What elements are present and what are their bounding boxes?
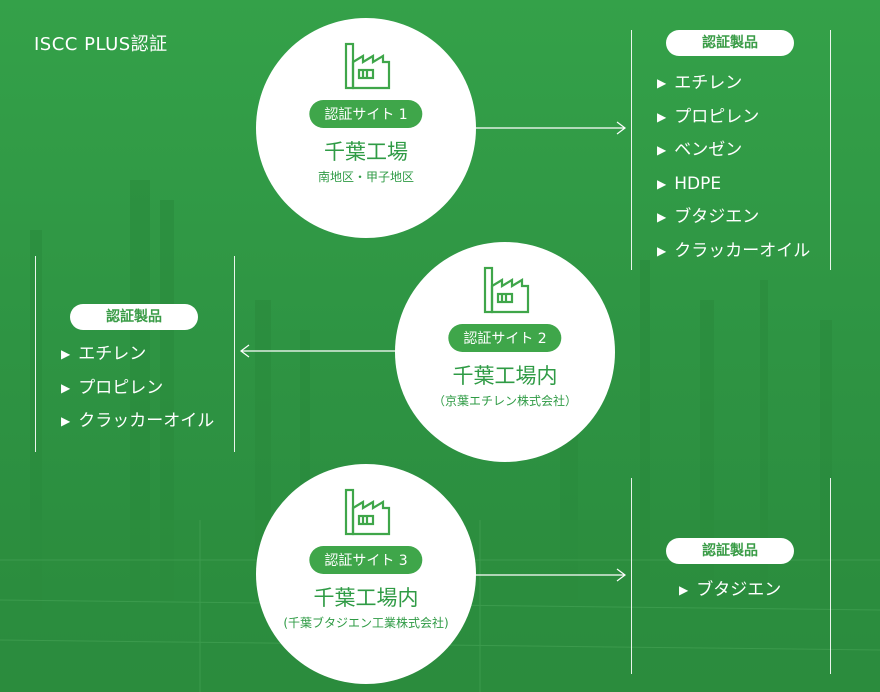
site-1-circle: 認証サイト 1 千葉工場 南地区・甲子地区 xyxy=(256,18,476,238)
factory-icon xyxy=(344,42,391,90)
product-label: クラッカーオイル xyxy=(674,240,811,261)
arrow-site1-to-products xyxy=(474,121,626,135)
product-label: プロピレン xyxy=(674,106,760,127)
product-list: ▶ エチレン ▶ プロピレン ▶ クラッカーオイル xyxy=(61,338,214,439)
product-item: ▶ HDPE xyxy=(657,168,810,202)
products-header: 認証製品 xyxy=(666,30,794,56)
product-item: ▶ エチレン xyxy=(657,67,810,101)
products-panel-site-2: 認証製品 ▶ エチレン ▶ プロピレン ▶ クラッカーオイル xyxy=(35,256,235,452)
product-label: クラッカーオイル xyxy=(78,411,215,432)
arrow-site2-to-products xyxy=(240,344,396,358)
site-name: 千葉工場内 xyxy=(313,586,419,610)
product-label: ブタジエン xyxy=(696,580,782,600)
page-title: ISCC PLUS認証 xyxy=(34,34,168,55)
product-label: HDPE xyxy=(674,173,722,194)
product-label: ベンゼン xyxy=(674,140,743,161)
bullet-triangle-icon: ▶ xyxy=(657,243,667,258)
site-name: 千葉工場 xyxy=(324,140,408,164)
site-subtitle: 南地区・甲子地区 xyxy=(317,170,414,184)
product-item: ▶ プロピレン xyxy=(61,372,214,406)
product-item: ▶ ブタジエン xyxy=(679,574,781,608)
bullet-triangle-icon: ▶ xyxy=(657,210,667,225)
bullet-triangle-icon: ▶ xyxy=(61,380,71,395)
product-item: ▶ ブタジエン xyxy=(657,201,810,235)
products-panel-site-3: 認証製品 ▶ ブタジエン xyxy=(631,478,831,674)
product-item: ▶ プロピレン xyxy=(657,101,810,135)
product-label: ブタジエン xyxy=(674,207,760,228)
bullet-triangle-icon: ▶ xyxy=(657,109,667,124)
panel-divider xyxy=(631,478,632,674)
bullet-triangle-icon: ▶ xyxy=(657,76,667,90)
bullet-triangle-icon: ▶ xyxy=(657,143,667,158)
products-panel-site-1: 認証製品 ▶ エチレン ▶ プロピレン ▶ ベンゼン ▶ HDPE ▶ ブタジエン ▶ クラ… xyxy=(631,30,831,270)
product-list: ▶ ブタジエン xyxy=(679,574,781,608)
panel-divider xyxy=(830,30,831,270)
site-2-circle: 認証サイト 2 千葉工場内 （京葉エチレン株式会社） xyxy=(395,242,615,462)
product-item: ▶ ベンゼン xyxy=(657,134,810,168)
site-subtitle: (千葉ブタジエン工業株式会社) xyxy=(283,616,449,630)
panel-divider xyxy=(631,30,632,270)
site-badge: 認証サイト 3 xyxy=(309,546,423,574)
site-3-circle: 認証サイト 3 千葉工場内 (千葉ブタジエン工業株式会社) xyxy=(256,464,476,684)
factory-icon xyxy=(344,488,391,536)
product-item: ▶ エチレン xyxy=(61,338,214,372)
arrow-site3-to-products xyxy=(474,568,626,582)
bullet-triangle-icon: ▶ xyxy=(61,414,71,429)
panel-divider xyxy=(830,478,831,674)
bullet-triangle-icon: ▶ xyxy=(61,347,71,361)
product-list: ▶ エチレン ▶ プロピレン ▶ ベンゼン ▶ HDPE ▶ ブタジエン ▶ クラッカーオイ… xyxy=(657,67,810,269)
panel-divider xyxy=(35,256,36,452)
products-header: 認証製品 xyxy=(70,304,198,330)
site-badge: 認証サイト 1 xyxy=(309,100,423,128)
products-header: 認証製品 xyxy=(666,538,794,564)
factory-icon xyxy=(483,266,530,314)
product-item: ▶ クラッカーオイル xyxy=(61,405,214,439)
panel-divider xyxy=(234,256,235,452)
site-badge: 認証サイト 2 xyxy=(448,324,562,352)
product-item: ▶ クラッカーオイル xyxy=(657,235,810,269)
bullet-triangle-icon: ▶ xyxy=(657,176,667,191)
product-label: プロピレン xyxy=(78,377,164,398)
site-name: 千葉工場内 xyxy=(452,364,558,388)
product-label: エチレン xyxy=(78,344,147,364)
site-subtitle: （京葉エチレン株式会社） xyxy=(432,394,577,408)
product-label: エチレン xyxy=(674,73,743,93)
bullet-triangle-icon: ▶ xyxy=(679,583,689,597)
